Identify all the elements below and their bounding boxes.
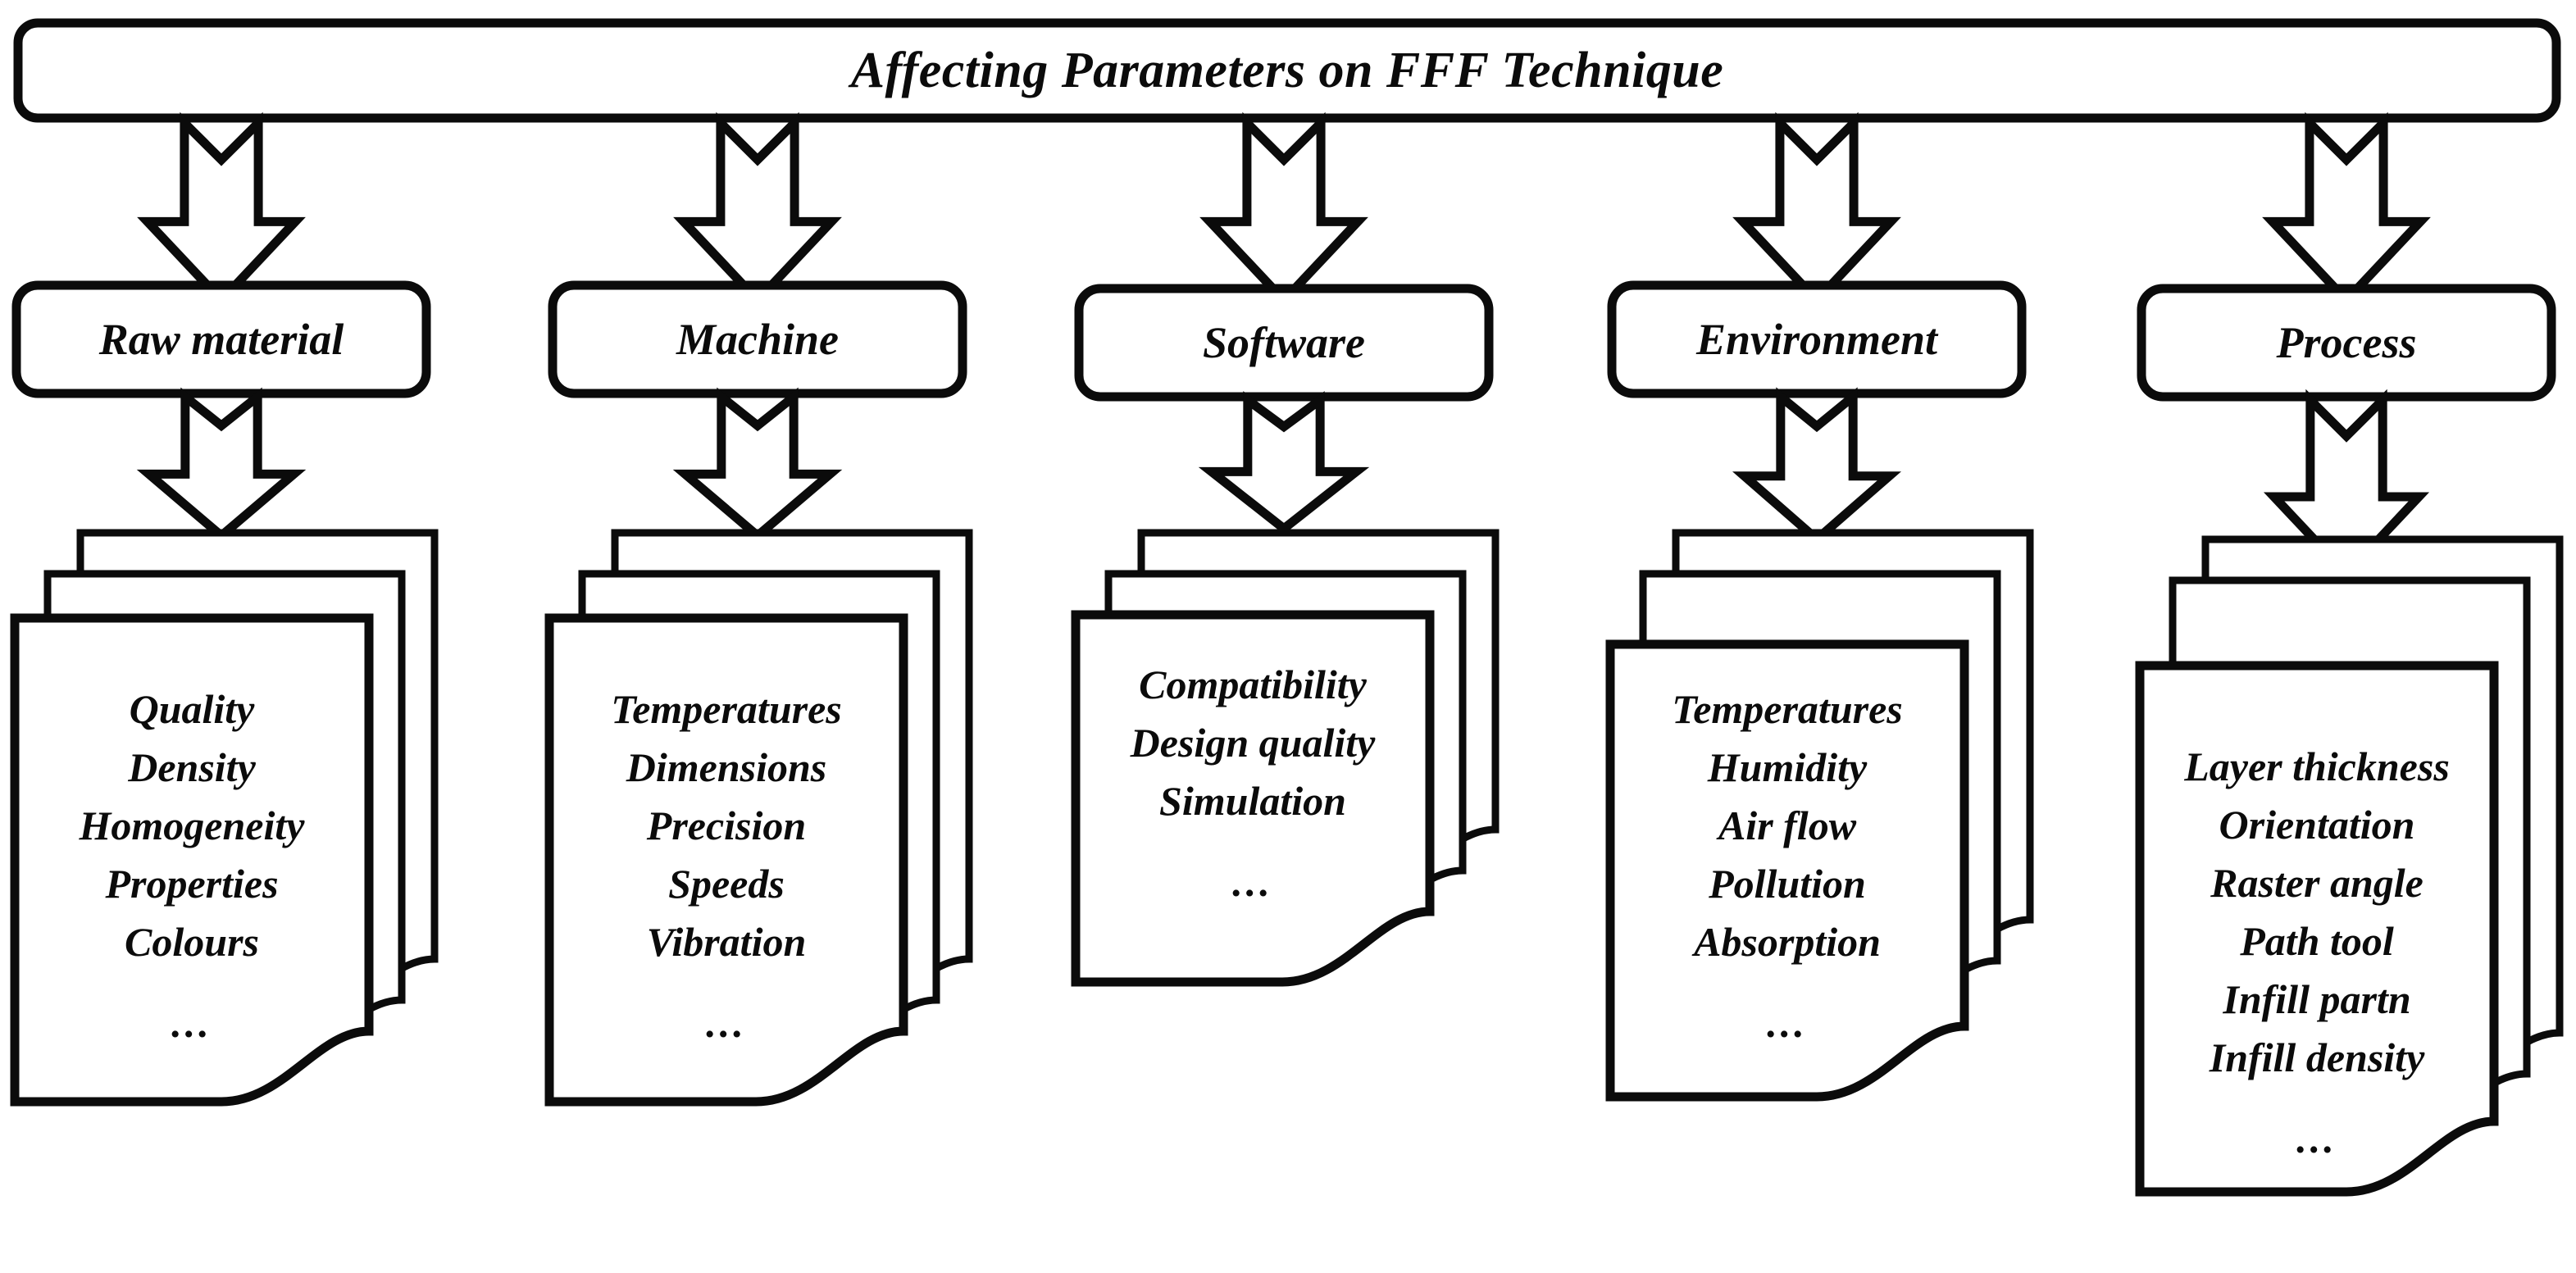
document-stack-software: Compatibility Design quality Simulation … [1071,529,1500,987]
category-label-raw-material: Raw material [98,315,344,364]
list-item: Compatibility [1139,662,1367,707]
list-item: Vibration [646,919,807,965]
category-box-software[interactable]: Software [1074,284,1494,402]
category-box-shape [11,280,431,398]
category-label-environment: Environment [1695,315,1938,364]
list-item: Infill partn [2223,976,2411,1022]
document-stack-machine: Temperatures Dimensions Precision Speeds… [544,529,973,1107]
list-item: Speeds [668,861,785,907]
list-item: Layer thickness [2184,743,2450,789]
list-item: Design quality [1130,720,1376,766]
arrow-raw-material-to-documents [149,397,294,536]
list-item: Orientation [2219,802,2415,848]
document-stack-process: Layer thickness Orientation Raster angle… [2135,535,2564,1197]
list-ellipsis: ... [1767,999,1808,1046]
list-item: Infill density [2209,1034,2425,1080]
category-label-machine: Machine [676,315,840,364]
arrow-title-to-software [1210,123,1358,300]
category-box-shape [1074,284,1494,402]
list-item: Pollution [1709,861,1866,907]
list-item: Homogeneity [79,802,305,848]
document-sheet-front [544,613,908,1107]
category-label-software: Software [1202,318,1366,367]
document-sheet-front [1071,610,1435,987]
category-label-process: Process [2276,318,2417,367]
list-item: Precision [646,802,807,848]
list-ellipsis: ... [2296,1115,2337,1162]
arrow-software-to-documents [1212,400,1357,529]
list-item: Colours [125,919,259,965]
category-box-environment[interactable]: Environment [1607,280,2027,398]
category-box-machine[interactable]: Machine [548,280,967,398]
document-stack-raw-material: Quality Density Homogeneity Properties C… [10,529,439,1107]
document-sheet-front [10,613,374,1107]
title-banner-shape [13,18,2561,123]
list-ellipsis: ... [706,999,747,1046]
parameter-list-software: Compatibility Design quality Simulation … [1076,656,1430,912]
list-item: Properties [105,861,279,907]
parameter-list-raw-material: Quality Density Homogeneity Properties C… [15,680,369,1052]
parameter-list-process: Layer thickness Orientation Raster angle… [2137,738,2497,1168]
arrow-machine-to-documents [685,397,831,536]
diagram-title: Affecting Parameters on FFF Technique [850,43,1724,98]
arrow-environment-to-documents [1745,397,1890,539]
list-item: Absorption [1694,919,1881,965]
arrow-title-to-process [2273,123,2420,300]
title-banner: Affecting Parameters on FFF Technique [13,18,2561,123]
category-box-shape [1607,280,2027,398]
parameter-list-environment: Temperatures Humidity Air flow Pollution… [1610,680,1964,1052]
category-box-raw-material[interactable]: Raw material [11,280,431,398]
arrow-title-to-machine [684,123,831,300]
arrow-title-to-raw-material [148,123,295,300]
list-item: Air flow [1718,802,1857,848]
category-box-shape [548,280,967,398]
list-item: Density [128,744,256,790]
document-sheet-front [1605,639,1969,1102]
list-item: Dimensions [626,744,827,790]
document-stack-environment: Temperatures Humidity Air flow Pollution… [1605,529,2034,1102]
category-box-shape [2137,284,2556,402]
list-item: Temperatures [1672,686,1903,732]
list-item: Quality [129,686,255,732]
document-sheet-front [2135,661,2499,1197]
category-box-process[interactable]: Process [2137,284,2556,402]
list-item: Humidity [1707,744,1868,790]
parameter-list-machine: Temperatures Dimensions Precision Speeds… [549,680,903,1052]
list-item: Path tool [2240,918,2394,964]
list-ellipsis: ... [171,999,212,1046]
arrow-title-to-environment [1743,123,1891,300]
list-item: Temperatures [611,686,842,732]
list-ellipsis: ... [1232,858,1273,905]
list-item: Raster angle [2210,860,2424,906]
list-item: Simulation [1159,778,1346,824]
